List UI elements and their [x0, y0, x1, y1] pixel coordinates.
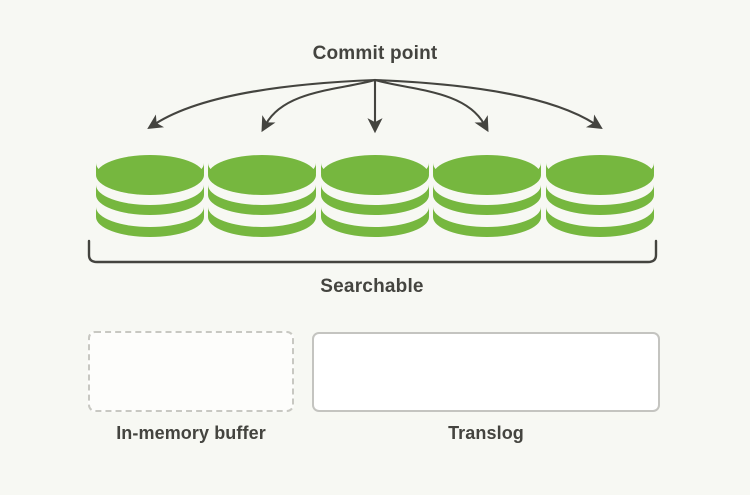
searchable-bracket: [87, 239, 658, 264]
segment-cylinder-4: [433, 155, 541, 248]
segment-cylinder-1: [96, 155, 204, 248]
arrow-to-segment-1: [147, 78, 377, 129]
segment-cylinder-3: [321, 155, 429, 248]
commit-point-arrows: [147, 78, 603, 134]
in-memory-buffer-label: In-memory buffer: [116, 423, 266, 443]
translog-label: Translog: [448, 423, 524, 443]
searchable-label: Searchable: [320, 276, 424, 297]
translog-box: [312, 332, 660, 412]
segment-cylinder-5: [546, 155, 654, 248]
arrow-to-segment-4: [373, 78, 489, 133]
commit-point-label: Commit point: [312, 43, 438, 64]
in-memory-buffer-box: [88, 331, 294, 412]
segment-cylinder-2: [208, 155, 316, 248]
arrow-to-segment-2: [261, 78, 377, 133]
arrow-to-segment-5: [373, 78, 603, 129]
